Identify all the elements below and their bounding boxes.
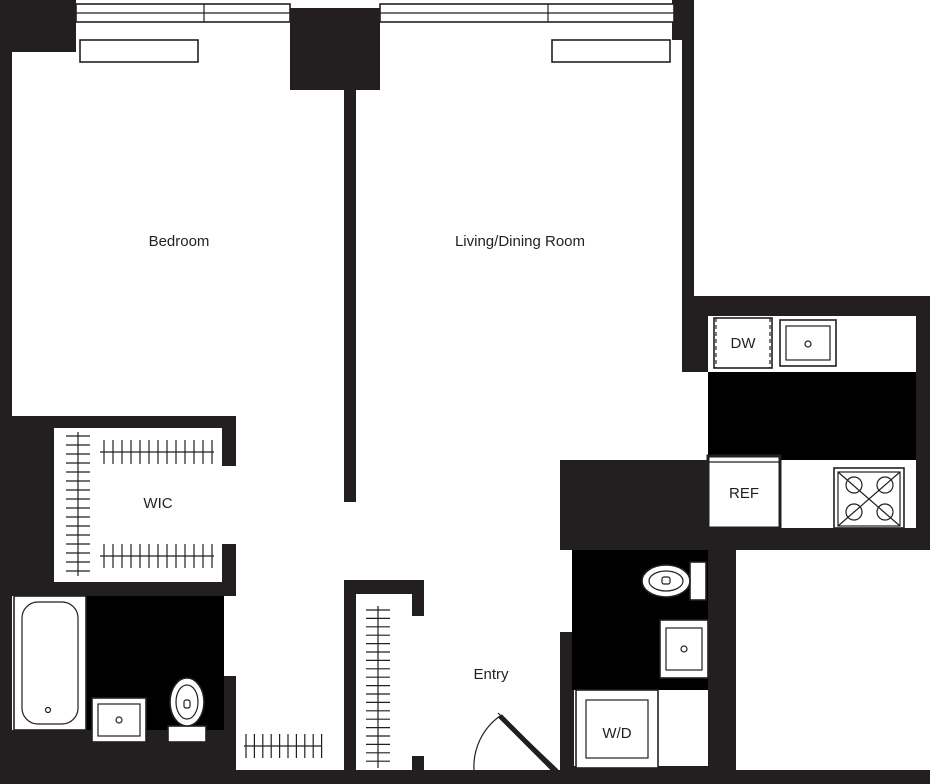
wall-hall-closet-right-stub <box>412 580 424 616</box>
wall-left-outer <box>0 0 12 784</box>
label-bedroom: Bedroom <box>149 233 210 250</box>
wall-bath-right-outer <box>708 550 736 784</box>
hvac-unit-living <box>551 39 671 63</box>
label-living-dining: Living/Dining Room <box>455 233 585 250</box>
label-wd: W/D <box>602 725 631 742</box>
refrigerator <box>706 454 782 530</box>
wall-bath-right-block-left <box>560 632 574 784</box>
wall-ref-left-block <box>560 460 708 550</box>
label-ref: REF <box>729 485 759 502</box>
burner-icon <box>876 503 894 521</box>
wall-hall-closet-top <box>344 580 424 594</box>
wall-bedroom-bottom <box>0 416 236 428</box>
wall-wic-bath <box>0 582 236 596</box>
wall-wd-bottom <box>560 766 736 784</box>
column-top-center <box>290 8 380 90</box>
entry-door <box>473 712 559 774</box>
wall-right-upper <box>682 0 694 300</box>
burner-icon <box>845 503 863 521</box>
label-dw: DW <box>731 335 757 352</box>
wic-shelving <box>66 432 214 576</box>
labels: Bedroom Living/Dining Room WIC Entry DW … <box>143 233 759 742</box>
bathroom-left <box>13 595 207 743</box>
wall-hall-closet-right-bottom <box>412 756 424 784</box>
wall-bottom-outer <box>0 770 930 784</box>
toilet-left <box>167 677 207 743</box>
kitchen-counter-dark <box>708 372 916 460</box>
wall-top-left-corner <box>0 0 76 52</box>
hvac-unit-bedroom <box>79 39 199 63</box>
wall-bedroom-living <box>344 88 356 502</box>
label-entry: Entry <box>473 666 509 683</box>
toilet-right <box>641 561 707 601</box>
washer-dryer <box>575 689 659 769</box>
wall-wic-left <box>0 416 54 584</box>
burner-icon <box>845 476 863 494</box>
kitchen <box>706 317 905 530</box>
kitchen-sink <box>779 319 837 367</box>
wall-kitchen-right <box>916 296 930 550</box>
wall-kitchen-top <box>682 296 930 316</box>
wall-hall-closet-left <box>344 580 356 784</box>
dishwasher <box>713 317 773 369</box>
bath-sink-left <box>91 697 147 743</box>
bath-sink-right <box>659 619 709 679</box>
burner-icon <box>876 476 894 494</box>
wall-bath-right-top <box>224 582 236 596</box>
wall-wic-right-top <box>222 416 236 466</box>
hall-closet-shelving <box>244 606 390 768</box>
bathroom-right <box>575 561 709 769</box>
wall-kitchen-left-stub <box>682 296 708 372</box>
label-wic: WIC <box>143 495 172 512</box>
windows <box>75 3 675 63</box>
